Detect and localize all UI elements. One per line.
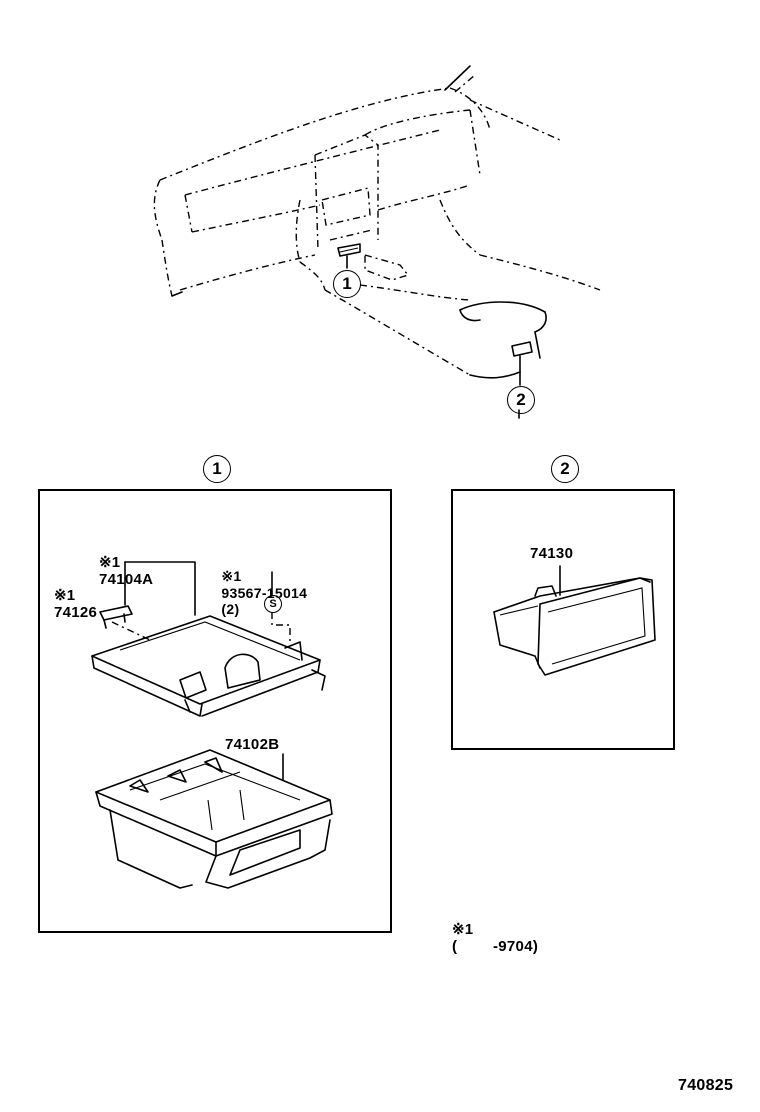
part-label-74130: 74130: [530, 545, 574, 562]
part-label-74104A: ※1 74104A: [90, 536, 153, 588]
part-quantity: (2): [221, 601, 240, 617]
part-ref-mark: ※1: [53, 587, 76, 604]
panel-1-ashtray-front: [38, 489, 392, 933]
part-number: 74126: [53, 604, 98, 621]
part-number: 93567-15014: [221, 585, 308, 601]
panel-1-heading-callout: 1: [203, 455, 231, 483]
note-text: ( -9704): [451, 938, 539, 955]
part-label-74102B: 74102B: [225, 736, 280, 753]
part-ref-mark: ※1: [98, 554, 121, 571]
figure-number: 740825: [678, 1077, 734, 1094]
overview-callout-2: 2: [507, 386, 535, 414]
overview-callout-1: 1: [333, 270, 361, 298]
panel-2-ashtray-rear: [451, 489, 675, 750]
applicability-note: ※1 ( -9704): [443, 903, 538, 955]
part-label-93567-15014: ※1 93567-15014 (2): [213, 552, 307, 617]
panel-2-heading-callout: 2: [551, 455, 579, 483]
part-ref-mark: ※1: [221, 568, 242, 584]
part-label-74126: ※1 74126: [45, 569, 97, 621]
standard-part-s-marker: S: [264, 595, 282, 613]
part-number: 74104A: [98, 571, 154, 588]
note-ref-mark: ※1: [451, 921, 474, 938]
